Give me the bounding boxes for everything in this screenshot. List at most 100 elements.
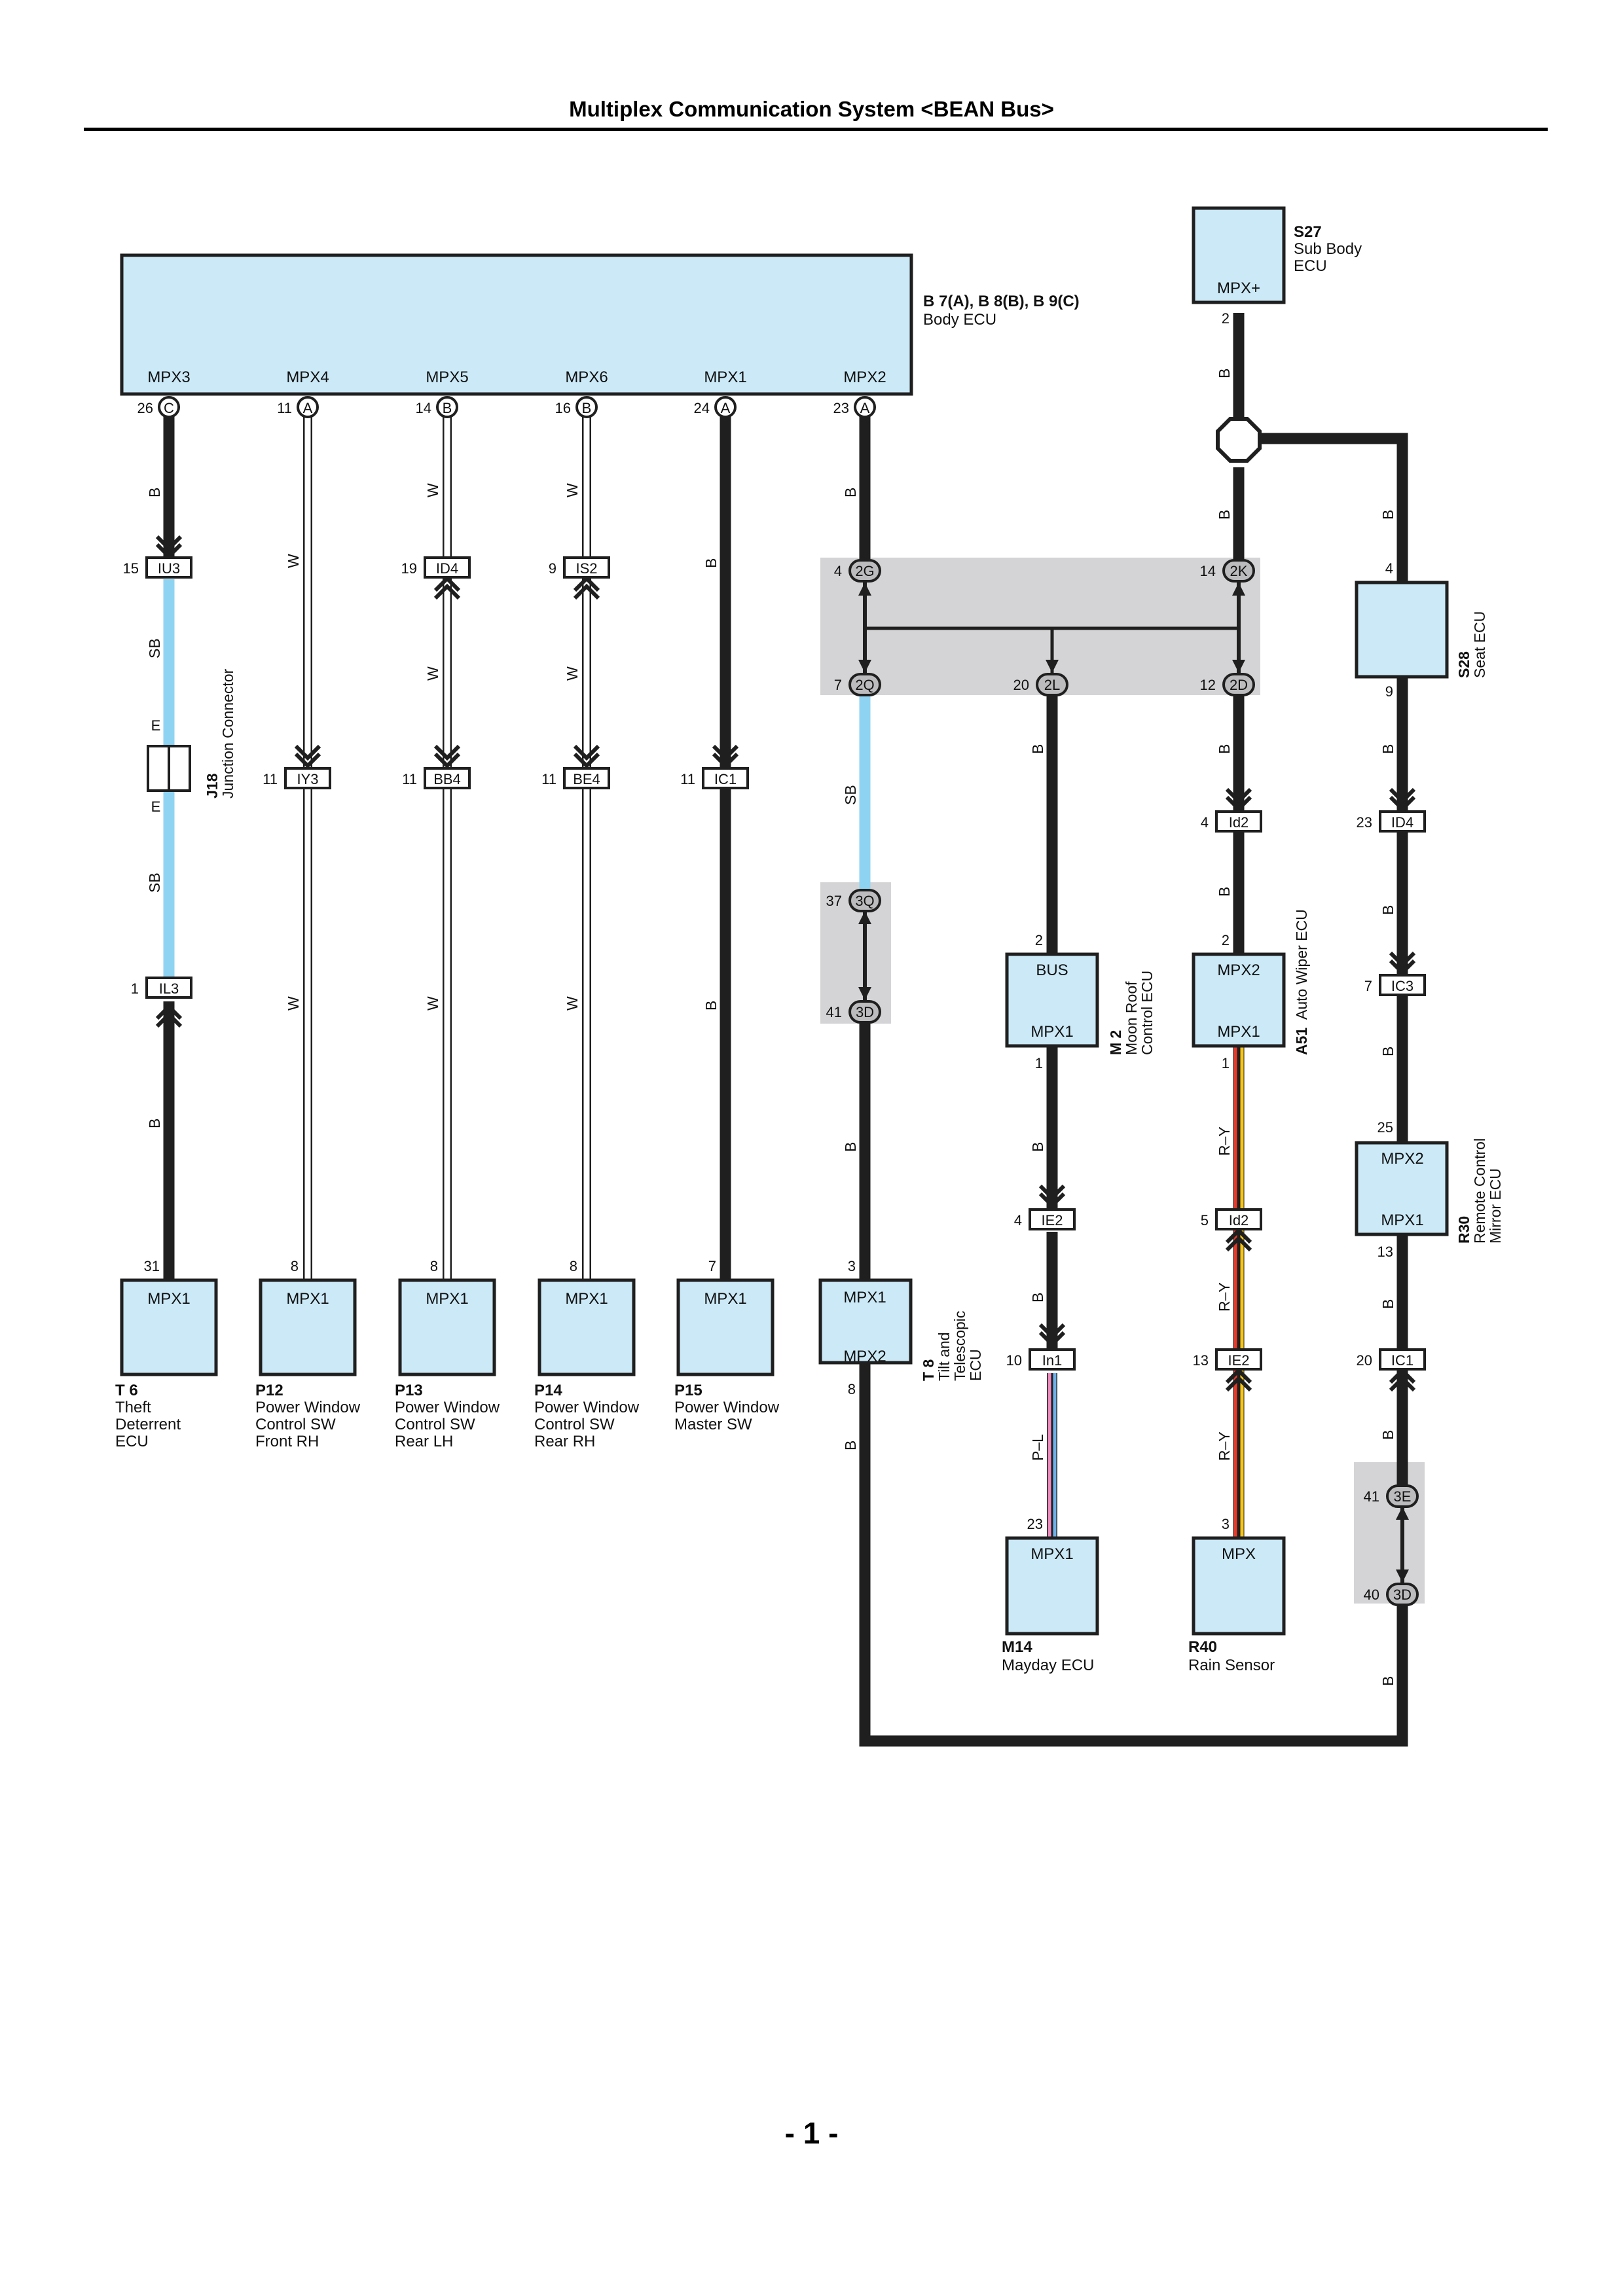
svg-text:41: 41	[826, 1004, 842, 1020]
component-p15: MPX1 7 P15 Power Window Master SW	[674, 1258, 780, 1433]
chevron-down-icon	[1389, 787, 1416, 812]
svg-text:MPX2: MPX2	[1381, 1150, 1423, 1168]
wire-b-return	[859, 1021, 1408, 1747]
component-t8: MPX1 MPX2 3 8 T 8 Tilt and Telescopic EC…	[818, 1258, 984, 1397]
svg-text:Junction Connector: Junction Connector	[219, 668, 236, 798]
svg-text:Mayday ECU: Mayday ECU	[1002, 1657, 1094, 1674]
component-s27: MPX+ 2 S27 Sub Body ECU	[1192, 206, 1362, 327]
j18-junction-connector: E E J18 Junction Connector	[147, 668, 236, 815]
svg-text:MPX1: MPX1	[1030, 1023, 1073, 1041]
svg-text:ECU: ECU	[115, 1433, 149, 1450]
svg-text:Rear LH: Rear LH	[395, 1433, 453, 1450]
svg-text:25: 25	[1377, 1119, 1393, 1136]
splice-box-2g-2d	[820, 558, 1260, 695]
arrow-down-icon	[858, 660, 871, 673]
svg-text:B: B	[842, 488, 859, 497]
svg-text:B: B	[443, 400, 452, 416]
wire-b	[1261, 433, 1408, 583]
component-s28: 4 9 S28 Seat ECU	[1355, 560, 1488, 700]
svg-text:B: B	[582, 400, 592, 416]
terminal-mpx2: A23	[833, 396, 876, 418]
svg-text:14: 14	[416, 400, 431, 416]
svg-text:8: 8	[430, 1258, 438, 1274]
svg-text:MPX1: MPX1	[426, 1290, 468, 1308]
svg-text:5: 5	[1201, 1212, 1209, 1229]
svg-text:B: B	[1216, 887, 1233, 897]
svg-text:B: B	[1379, 744, 1396, 754]
svg-text:IS2: IS2	[575, 560, 597, 577]
svg-text:M 2: M 2	[1107, 1030, 1124, 1055]
svg-text:MPX2: MPX2	[1217, 961, 1260, 979]
svg-text:B: B	[1029, 1142, 1046, 1152]
svg-text:P13: P13	[395, 1382, 423, 1399]
svg-text:W: W	[564, 666, 581, 681]
chevron-down-icon	[1225, 787, 1252, 812]
svg-text:E: E	[151, 717, 161, 734]
svg-text:W: W	[424, 483, 441, 497]
svg-text:SB: SB	[146, 638, 163, 658]
svg-text:8: 8	[848, 1381, 856, 1397]
svg-text:7: 7	[834, 677, 842, 693]
svg-text:23: 23	[1357, 814, 1372, 831]
svg-text:A: A	[860, 400, 870, 416]
chevron-down-icon	[294, 744, 321, 769]
svg-text:7: 7	[1364, 978, 1372, 994]
svg-text:Sub Body: Sub Body	[1294, 240, 1362, 258]
arrow-up-icon	[858, 911, 871, 924]
svg-text:3D: 3D	[1393, 1587, 1412, 1603]
svg-text:B: B	[146, 488, 163, 497]
connector-chevrons	[155, 535, 1416, 1392]
svg-text:J18: J18	[204, 773, 221, 798]
svg-text:16: 16	[555, 400, 571, 416]
body-ecu-pin-label: MPX1	[704, 368, 746, 386]
svg-text:Front RH: Front RH	[255, 1433, 319, 1450]
svg-text:A51: A51	[1293, 1028, 1310, 1055]
svg-text:B: B	[1379, 1676, 1396, 1686]
chevron-up-icon	[155, 1003, 183, 1028]
component-p14: MPX1 8 P14 Power Window Control SW Rear …	[534, 1258, 640, 1450]
title-rule	[84, 128, 1548, 131]
svg-text:SB: SB	[146, 872, 163, 893]
svg-text:Power Window: Power Window	[395, 1399, 500, 1416]
body-ecu-code: B 7(A), B 8(B), B 9(C)	[923, 293, 1080, 310]
component-m2: BUS MPX1 2 1 M 2 Moon Roof Control ECU	[1005, 932, 1156, 1071]
svg-text:4: 4	[1014, 1212, 1022, 1229]
svg-text:20: 20	[1357, 1352, 1372, 1369]
svg-text:40: 40	[1364, 1587, 1379, 1603]
svg-text:B: B	[842, 1441, 859, 1450]
svg-text:Moon Roof: Moon Roof	[1123, 981, 1140, 1055]
chevron-down-icon	[433, 744, 461, 769]
svg-text:Power Window: Power Window	[255, 1399, 361, 1416]
svg-text:B: B	[1379, 510, 1396, 520]
body-ecu-pin-label: MPX2	[843, 368, 886, 386]
svg-text:Power Window: Power Window	[674, 1399, 780, 1416]
svg-text:W: W	[424, 996, 441, 1011]
component-m14: MPX1 23 M14 Mayday ECU	[1002, 1516, 1099, 1674]
svg-text:S27: S27	[1294, 223, 1322, 241]
svg-text:10: 10	[1006, 1352, 1022, 1369]
svg-text:BUS: BUS	[1036, 961, 1068, 979]
svg-text:Deterrent: Deterrent	[115, 1416, 181, 1433]
arrow-down-icon	[1046, 660, 1059, 673]
svg-text:2G: 2G	[855, 563, 874, 579]
svg-text:Control SW: Control SW	[395, 1416, 475, 1433]
svg-text:B: B	[1379, 1299, 1396, 1309]
svg-text:2: 2	[1222, 932, 1230, 948]
svg-text:Master SW: Master SW	[674, 1416, 752, 1433]
svg-text:9: 9	[1385, 683, 1393, 700]
svg-text:11: 11	[263, 771, 278, 787]
svg-text:M14: M14	[1002, 1638, 1032, 1656]
svg-text:T 6: T 6	[115, 1382, 138, 1399]
component-a51: MPX2 MPX1 2 1 A51 Auto Wiper ECU	[1192, 909, 1310, 1071]
body-ecu-terminals: C26 A11 B14 B16 A24 A23	[137, 396, 876, 418]
svg-text:C: C	[164, 400, 174, 416]
component-t6: MPX1 31 T 6 Theft Deterrent ECU	[115, 1258, 218, 1450]
svg-text:A: A	[721, 400, 731, 416]
svg-text:P15: P15	[674, 1382, 702, 1399]
